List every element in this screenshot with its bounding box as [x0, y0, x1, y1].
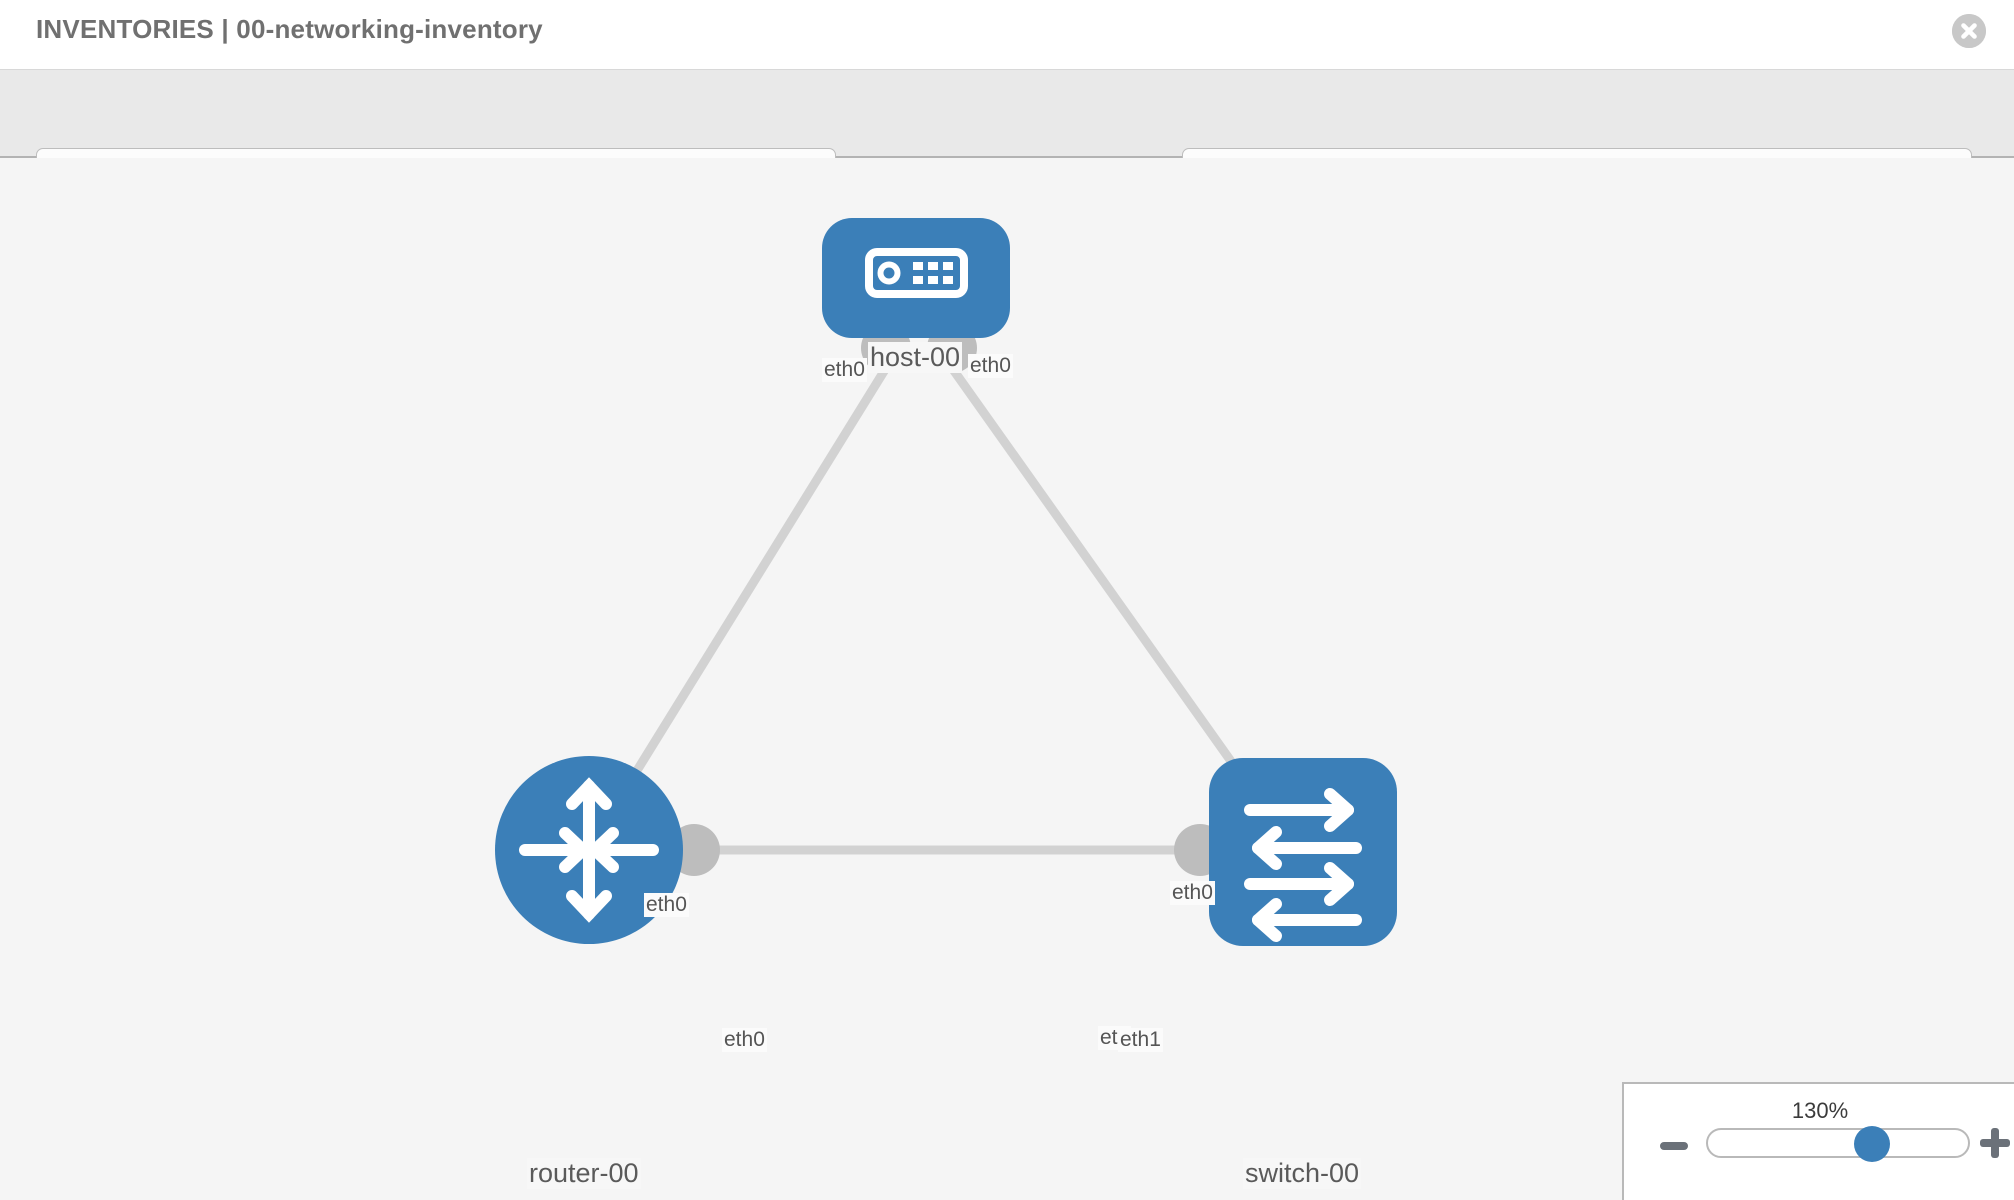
page-title: INVENTORIES | 00-networking-inventory — [36, 14, 543, 44]
zoom-slider-knob[interactable] — [1854, 1126, 1890, 1162]
edge-label-router-right: eth0 — [722, 1028, 767, 1052]
close-icon[interactable] — [1952, 14, 1986, 48]
node-host-00[interactable] — [822, 218, 1010, 338]
edge-label-host-left: eth0 — [822, 358, 867, 382]
zoom-control-panel: 130% — [1622, 1082, 2014, 1200]
link-host-switch — [948, 365, 1254, 791]
page-header: INVENTORIES | 00-networking-inventory — [0, 0, 2014, 70]
edge-label-router-up: eth0 — [644, 893, 689, 917]
link-host-router — [616, 365, 890, 801]
node-switch-00[interactable] — [1209, 758, 1397, 946]
zoom-in-button[interactable] — [1980, 1128, 2010, 1158]
edge-label-host-right: eth0 — [968, 354, 1013, 378]
topology-graph — [495, 218, 1397, 946]
node-label-router-00: router-00 — [527, 1158, 641, 1189]
close-glyph — [1952, 14, 1986, 48]
zoom-level-value: 130% — [1791, 1098, 1849, 1123]
edge-label-switch-up: eth0 — [1170, 881, 1215, 905]
toolbar: ACTIONS SEARCH — [0, 70, 2014, 204]
zoom-slider[interactable] — [1706, 1126, 1970, 1162]
topology-canvas[interactable]: eth0 host-00 eth0 eth0 eth0 eth0 eth eth… — [0, 158, 2014, 1200]
node-router-00[interactable] — [495, 756, 683, 944]
server-icon — [865, 248, 968, 298]
edge-label-switch-left: eth1 — [1118, 1028, 1163, 1052]
node-label-switch-00: switch-00 — [1243, 1158, 1362, 1189]
node-label-host-00: host-00 — [868, 342, 963, 373]
zoom-out-button[interactable] — [1660, 1142, 1688, 1150]
links-layer — [616, 365, 1254, 855]
connectors-layer — [612, 323, 1262, 876]
router-arrows-icon — [519, 777, 659, 923]
switch-arrows-icon — [1244, 788, 1362, 942]
